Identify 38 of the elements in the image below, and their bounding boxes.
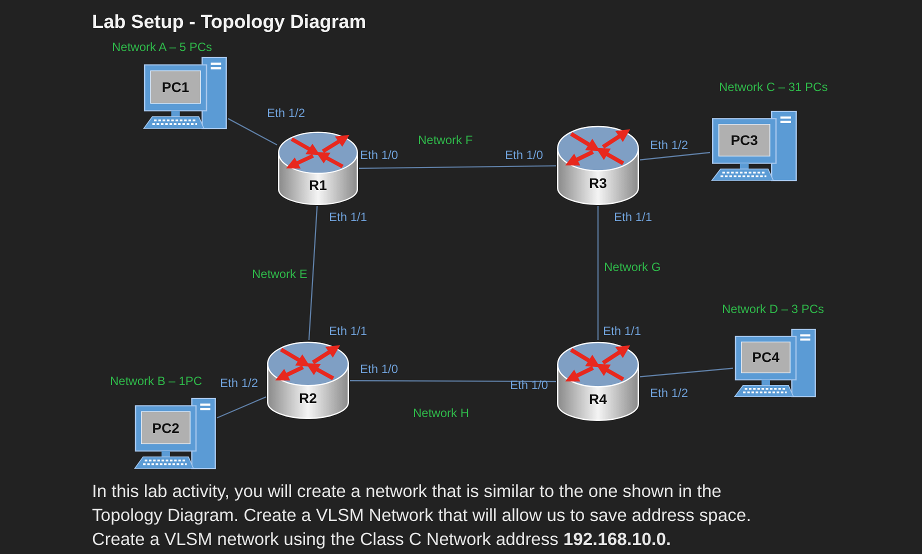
network-label: Network A – 5 PCs: [112, 40, 212, 54]
network-link: [640, 152, 710, 160]
interface-label: Eth 1/0: [510, 378, 548, 392]
edge-label: Network H: [413, 406, 470, 420]
network-link: [359, 165, 556, 169]
interface-label: Eth 1/1: [329, 324, 368, 338]
interface-label: Eth 1/2: [650, 386, 688, 400]
network-label: Network C – 31 PCs: [719, 80, 828, 94]
interface-label: Eth 1/1: [603, 324, 642, 338]
interface-label: Eth 1/0: [360, 362, 398, 376]
description-paragraph: In this lab activity, you will create a network that is similar to the one shown in the Topology Diagram. Create a VLSM Network that will allow us to save address space. Create a VLSM network using the Class C Network address 192.168.10.0.: [92, 480, 752, 551]
interface-label: Eth 1/0: [360, 148, 398, 162]
computer-name: PC3: [730, 132, 758, 148]
network-link: [228, 118, 278, 146]
network-label: Network B – 1PC: [110, 374, 202, 388]
network-link: [597, 206, 599, 340]
network-link: [308, 206, 318, 340]
interface-label: Eth 1/0: [505, 148, 544, 162]
network-link: [350, 380, 556, 382]
router-name: R3: [589, 175, 607, 192]
computer-name: PC2: [152, 420, 180, 436]
router-name: R1: [309, 176, 327, 193]
network-link: [216, 396, 266, 418]
router-name: R2: [299, 390, 317, 406]
interface-label: Eth 1/1: [329, 210, 368, 224]
edge-label: Network E: [252, 267, 308, 281]
router-name: R4: [589, 391, 607, 408]
edge-label: Network F: [418, 133, 473, 147]
diagram-title: Lab Setup - Topology Diagram: [92, 12, 366, 34]
interface-label: Eth 1/2: [650, 138, 688, 152]
computer-name: PC4: [752, 349, 780, 366]
network-label: Network D – 3 PCs: [722, 302, 824, 316]
edge-label: Network G: [604, 260, 661, 274]
interface-label: Eth 1/1: [614, 210, 652, 224]
interface-label: Eth 1/2: [220, 376, 258, 390]
interface-label: Eth 1/2: [267, 106, 306, 120]
computer-name: PC1: [162, 79, 190, 96]
network-link: [640, 368, 734, 378]
